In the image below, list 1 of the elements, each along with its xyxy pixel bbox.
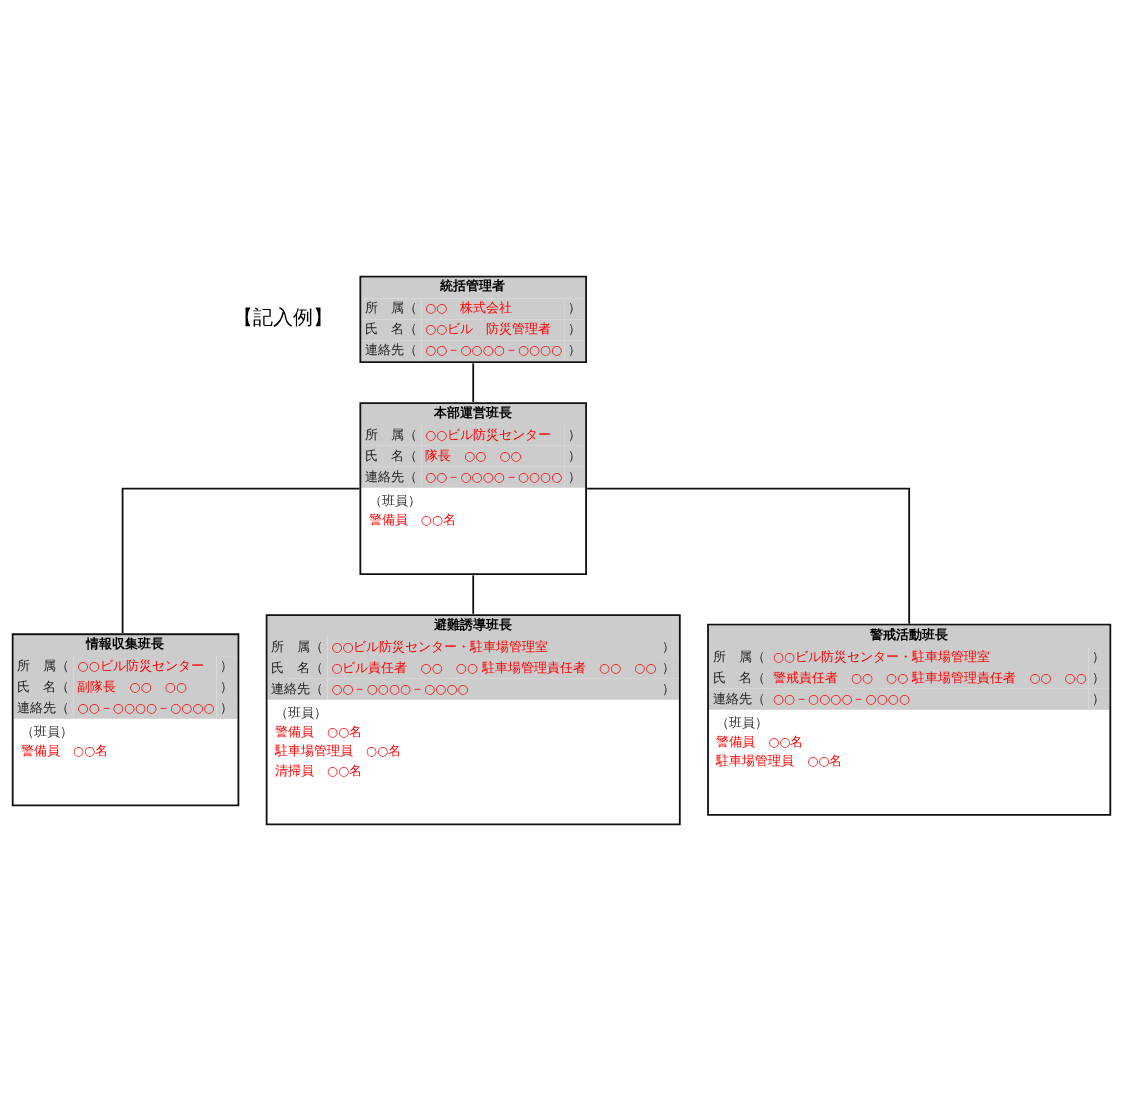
label: 【記入例】 (233, 305, 334, 330)
